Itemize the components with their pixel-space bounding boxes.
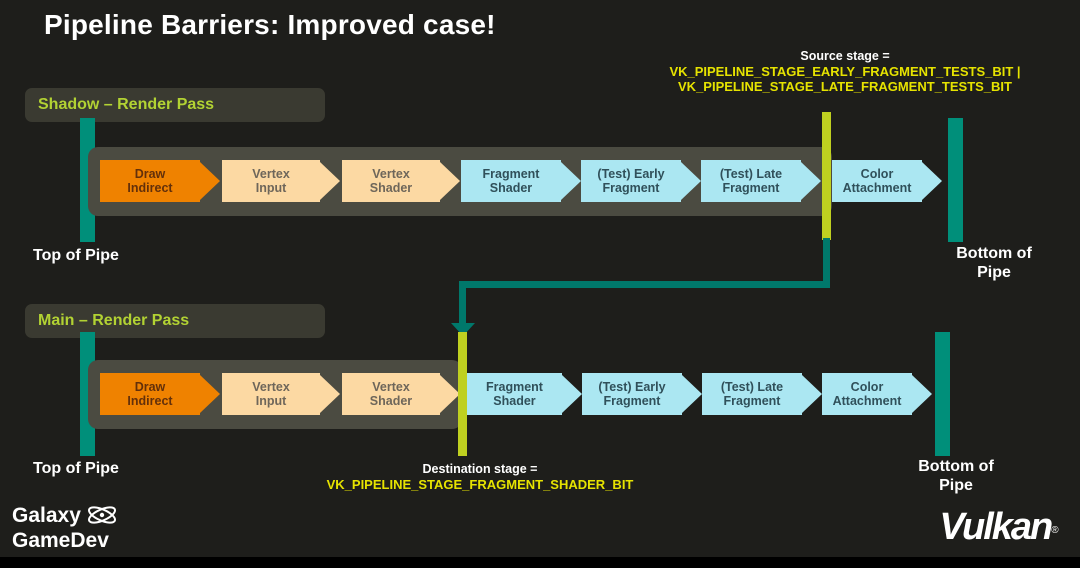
stage-label: (Test) Early — [597, 167, 665, 181]
flow-arrow-icon — [912, 375, 932, 413]
stage-label: Color — [860, 167, 894, 181]
source-stage-value-line2: VK_PIPELINE_STAGE_LATE_FRAGMENT_TESTS_BI… — [678, 79, 1012, 94]
gamedev-logo-text: GameDev — [12, 529, 109, 552]
main-top-of-pipe-label: Top of Pipe — [33, 460, 119, 477]
stage-label: Fragment — [723, 394, 781, 408]
stage-label: (Test) Late — [720, 380, 784, 394]
flow-arrow-icon — [922, 162, 942, 200]
stage-label: Shader — [493, 394, 536, 408]
stage-fragment-shader: Fragment Shader — [461, 160, 561, 202]
stage-color-attachment: Color Attachment — [822, 373, 912, 415]
bottom-strip — [0, 557, 1080, 568]
stage-label: Shader — [489, 181, 533, 195]
flow-arrow-icon — [681, 162, 701, 200]
stage-label: Indirect — [127, 181, 173, 195]
flow-arrow-icon — [440, 375, 460, 413]
source-stage-value-line1: VK_PIPELINE_STAGE_EARLY_FRAGMENT_TESTS_B… — [669, 64, 1021, 79]
shadow-render-pass-label: Shadow – Render Pass — [25, 88, 325, 122]
stage-label: Fragment — [486, 380, 543, 394]
stage-label: Vertex — [252, 167, 290, 181]
stage-early-fragment-test: (Test) Early Fragment — [582, 373, 682, 415]
stage-label: Vertex — [252, 380, 290, 394]
destination-stage-annotation: Destination stage = VK_PIPELINE_STAGE_FR… — [230, 462, 730, 492]
dependency-connector — [823, 238, 830, 288]
stage-label: Color — [850, 380, 884, 394]
stage-label: Shader — [369, 394, 413, 408]
stage-label: (Test) Late — [719, 167, 783, 181]
destination-stage-value: VK_PIPELINE_STAGE_FRAGMENT_SHADER_BIT — [326, 477, 634, 492]
connector-arrowhead-icon — [451, 323, 475, 336]
page-title: Pipeline Barriers: Improved case! — [44, 9, 496, 40]
stage-label: Fragment — [482, 167, 540, 181]
dependency-connector — [459, 281, 830, 288]
stage-label: Input — [255, 394, 287, 408]
stage-label: Vertex — [372, 167, 410, 181]
dependency-connector — [459, 281, 466, 325]
stage-label: Draw — [134, 380, 166, 394]
stage-late-fragment-test: (Test) Late Fragment — [702, 373, 802, 415]
stage-draw-indirect: Draw Indirect — [100, 160, 200, 202]
stage-vertex-input: Vertex Input — [222, 373, 320, 415]
flow-arrow-icon — [802, 375, 822, 413]
flow-arrow-icon — [320, 162, 340, 200]
flow-arrow-icon — [801, 162, 821, 200]
stage-label: Fragment — [722, 181, 780, 195]
stage-fragment-shader: Fragment Shader — [467, 373, 562, 415]
registered-trademark-icon: ® — [1051, 525, 1059, 536]
source-barrier-bar — [822, 112, 831, 240]
stage-vertex-shader: Vertex Shader — [342, 160, 440, 202]
stage-early-fragment-test: (Test) Early Fragment — [581, 160, 681, 202]
shadow-bottom-of-pipe-label: Bottom of Pipe — [956, 245, 1032, 281]
flow-arrow-icon — [200, 162, 220, 200]
main-bottom-of-pipe-label: Bottom of Pipe — [918, 458, 994, 494]
shadow-bottom-of-pipe-bar — [948, 118, 963, 242]
stage-label: Draw — [134, 167, 166, 181]
galaxy-atom-icon — [87, 506, 116, 524]
source-stage-annotation: Source stage = VK_PIPELINE_STAGE_EARLY_F… — [620, 49, 1070, 94]
stage-vertex-shader: Vertex Shader — [342, 373, 440, 415]
stage-color-attachment: Color Attachment — [832, 160, 922, 202]
main-render-pass-label: Main – Render Pass — [25, 304, 325, 338]
destination-barrier-bar — [458, 332, 467, 456]
stage-label: Shader — [369, 181, 413, 195]
galaxy-logo-text: Galaxy — [12, 503, 81, 527]
stage-draw-indirect: Draw Indirect — [100, 373, 200, 415]
stage-label: Attachment — [832, 394, 902, 408]
galaxy-gamedev-logo: Galaxy GameDev — [12, 502, 119, 553]
stage-late-fragment-test: (Test) Late Fragment — [701, 160, 801, 202]
stage-label: (Test) Early — [598, 380, 666, 394]
flow-arrow-icon — [562, 375, 582, 413]
stage-label: Vertex — [372, 380, 410, 394]
flow-arrow-icon — [320, 375, 340, 413]
flow-arrow-icon — [561, 162, 581, 200]
destination-stage-label: Destination stage = — [422, 462, 538, 476]
stage-label: Fragment — [603, 394, 661, 408]
source-stage-label: Source stage = — [800, 49, 890, 63]
stage-label: Input — [255, 181, 287, 195]
flow-arrow-icon — [682, 375, 702, 413]
main-bottom-of-pipe-bar — [935, 332, 950, 456]
stage-label: Indirect — [127, 394, 173, 408]
stage-vertex-input: Vertex Input — [222, 160, 320, 202]
shadow-top-of-pipe-label: Top of Pipe — [33, 247, 119, 264]
flow-arrow-icon — [200, 375, 220, 413]
stage-label: Fragment — [602, 181, 660, 195]
flow-arrow-icon — [440, 162, 460, 200]
vulkan-logo: Vulkan® — [928, 506, 1070, 549]
stage-label: Attachment — [842, 181, 912, 195]
vulkan-logo-text: Vulkan — [939, 506, 1053, 548]
